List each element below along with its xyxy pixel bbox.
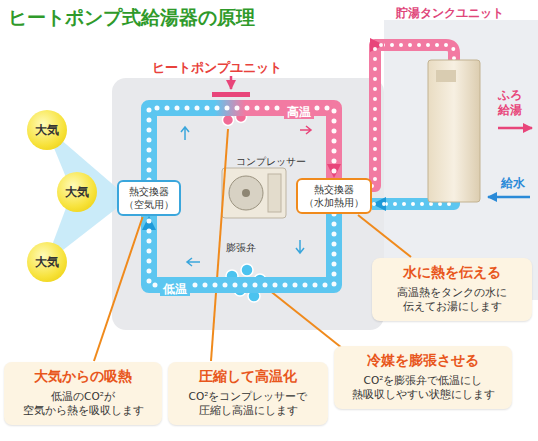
temp-label: 低温 [160,282,190,296]
flow-label: 給水 [501,175,525,192]
callout-body: CO²をコンプレッサーで 圧縮し高温にします [176,389,320,418]
callout-title: 大気からの吸熱 [12,368,154,386]
leader-line [358,215,411,257]
connector-group [358,215,411,257]
leader-line [264,286,342,348]
callout-box: 冷媒を膨張させる CO²を膨張弁で低温にし 熱吸収しやすい状態にします [334,346,512,409]
refrigerant-pipe [149,214,334,285]
flow-arrow [300,126,311,134]
unit-side-panel [268,174,281,212]
connector-group [372,204,384,205]
leader-line [211,129,228,361]
feed-arrow [488,196,530,199]
leader-line [94,217,143,361]
tank-panel [436,70,456,82]
compress-arrow [230,76,233,89]
air-text: 大気 [35,254,59,271]
label-holder: 膨張弁 [226,236,256,255]
heat-exchanger: 熱交換器 （空気用） [117,180,181,216]
outdoor-unit [222,168,286,218]
callout-box: 大気からの吸熱低温のCO²が 空気から熱を吸収します [4,362,162,425]
callout-box: 水に熱を伝える高温熱をタンクの水に 伝えてお湯にします [372,258,532,321]
unit-heading: 貯湯タンクユニット [396,5,504,22]
pipe-dots [383,45,454,62]
callout-body: 低温のCO²が 空気から熱を吸収します [12,389,154,418]
pipe-dots [372,45,384,186]
unit-heading: ヒートポンプユニット [152,59,282,77]
air-circle: 大気 [57,172,97,212]
air-text: 大気 [35,122,59,139]
bath-arrow [498,127,532,130]
air-circle: 大気 [27,110,67,150]
pipe-dots [372,202,384,206]
callout-title: 冷媒を膨張させる [342,352,504,370]
heat-exchanger: 熱交換器 （水加熱用） [296,178,372,214]
part-label: コンプレッサー [236,155,306,169]
refrigerant-pipe [149,108,334,180]
flow-label: ふろ 給湯 [498,88,524,118]
gas-dot [241,264,253,276]
callout-body: CO²を膨張弁で低温にし 熱吸収しやすい状態にします [342,373,504,402]
flow-arrow [296,240,304,253]
callout-box: 圧縮して高温化 CO²をコンプレッサーで 圧縮し高温にします [168,362,328,425]
label-holder: ふろ 給湯 [498,88,524,118]
air-circle: 大気 [27,242,67,282]
gas-dot [223,115,234,126]
storage-tank [428,60,480,202]
part-name: 熱交換器 （水加熱用） [302,183,366,209]
unit-fan [229,176,263,210]
connector-group [94,217,143,361]
part-label: 膨張弁 [226,241,256,255]
air-text: 大気 [65,184,89,201]
flow-arrow [181,127,189,140]
compressor-plate [212,92,250,97]
connector-group [372,45,384,186]
title-holder: ヒートポンプ式給湯器の原理 [8,5,255,31]
connectors [94,45,411,361]
refrigerant-pipe [372,198,384,210]
fan-hub [242,189,250,197]
hot-pipe [383,45,454,62]
pipe-dots [149,108,334,180]
refrigerant-pipe [372,45,384,186]
callout-body: 高温熱をタンクの水に 伝えてお湯にします [380,285,524,314]
label-holder: コンプレッサー [236,150,306,169]
part-name: 熱交換器 （空気用） [123,185,175,211]
label-holder: 給水 [501,172,525,192]
connector-group [149,214,334,285]
air-flow [45,126,117,264]
flow-arrow [187,258,200,266]
temp-label: 高温 [284,105,314,119]
callout-title: 水に熱を伝える [380,264,524,282]
connector-group [149,108,334,180]
pipe-dots [149,214,334,285]
callout-title: 圧縮して高温化 [176,368,320,386]
diagram-title: ヒートポンプ式給湯器の原理 [8,5,255,31]
